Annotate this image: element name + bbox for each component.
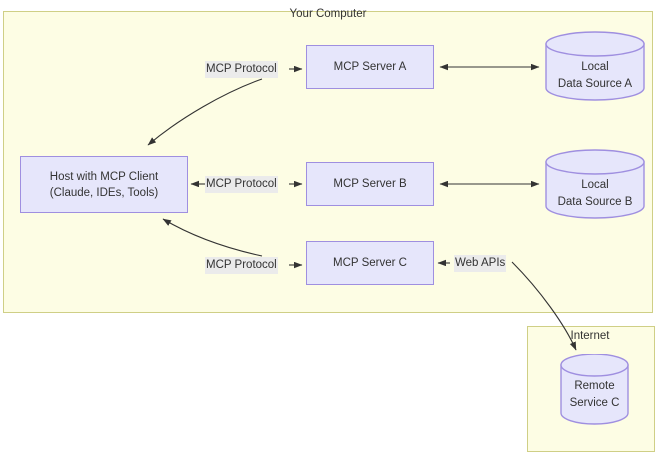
node-server-b[interactable]: MCP Server B <box>306 162 434 206</box>
node-local-data-source-b[interactable]: Local Data Source B <box>545 149 645 219</box>
node-server-a[interactable]: MCP Server A <box>306 45 434 89</box>
node-local-data-source-a[interactable]: Local Data Source A <box>545 31 645 101</box>
node-host-line2: (Claude, IDEs, Tools) <box>49 186 159 199</box>
edge-label-mcp-protocol-a: MCP Protocol <box>205 61 278 78</box>
node-server-b-label: MCP Server B <box>333 178 407 190</box>
edge-label-mcp-protocol-b: MCP Protocol <box>205 176 278 193</box>
edge-label-web-apis: Web APIs <box>454 255 507 272</box>
edge-label-mcp-protocol-c: MCP Protocol <box>205 257 278 274</box>
node-host-line1: Host with MCP Client <box>49 170 159 183</box>
cylinder-shape-a <box>545 31 645 101</box>
container-your-computer-title: Your Computer <box>289 8 367 20</box>
node-host[interactable]: Host with MCP Client (Claude, IDEs, Tool… <box>20 156 188 213</box>
container-internet-title: Internet <box>570 330 610 342</box>
node-server-c-label: MCP Server C <box>333 257 407 269</box>
node-remote-service-c[interactable]: Remote Service C <box>560 353 629 425</box>
node-server-a-label: MCP Server A <box>333 61 407 73</box>
cylinder-shape-remote <box>560 353 629 425</box>
cylinder-shape-b <box>545 149 645 219</box>
node-server-c[interactable]: MCP Server C <box>306 241 434 285</box>
